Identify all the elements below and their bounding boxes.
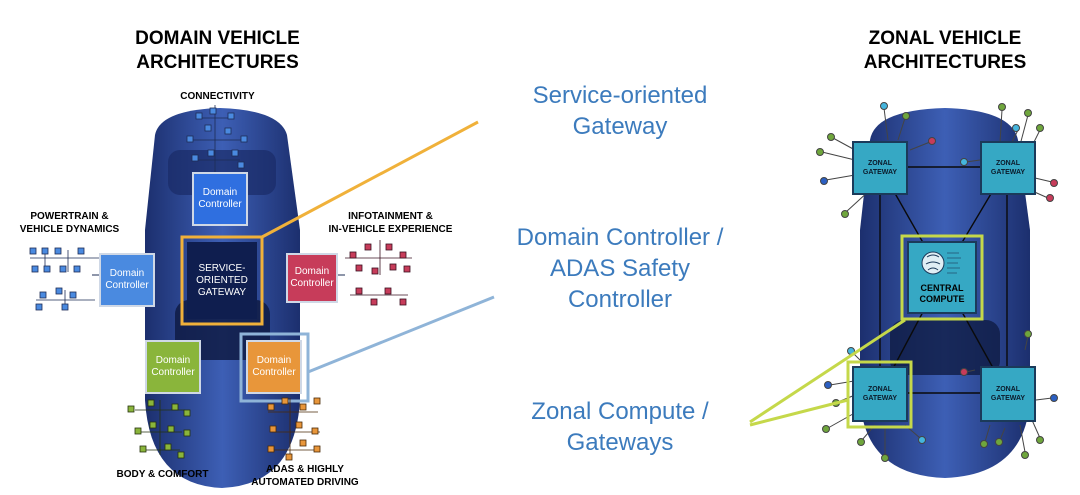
zonal-sensors — [816, 102, 1058, 462]
zonal-gateway-rear-right: ZONAL GATEWAY — [980, 366, 1036, 422]
central-highlight — [900, 234, 984, 321]
domain-controller-callout: Domain Controller / ADAS Safety Controll… — [516, 224, 724, 313]
zonal-compute-callout: Zonal Compute / Gateways — [531, 398, 709, 456]
adas-domain-controller: Domain Controller — [246, 340, 302, 394]
zonal-gateway-rear-left: ZONAL GATEWAY — [852, 366, 908, 422]
controller-callout-line — [307, 295, 495, 374]
body-network-icon — [127, 399, 191, 459]
service-gateway-callout: Service-oriented Gateway — [532, 82, 708, 140]
gateway-callout-line — [261, 120, 479, 239]
zonal-callout-line-lower — [749, 398, 849, 427]
zonal-callout-line-upper — [749, 318, 906, 424]
adas-network-icon — [267, 397, 321, 461]
brain-chip-icon — [921, 251, 961, 275]
service-oriented-gateway: SERVICE- ORIENTED GATEWAY — [187, 242, 257, 319]
powertrain-domain-controller: Domain Controller — [99, 253, 155, 307]
central-compute: CENTRAL COMPUTE — [907, 241, 977, 314]
infotainment-label: INFOTAINMENT & IN-VEHICLE EXPERIENCE — [328, 211, 453, 235]
connectivity-network-icon — [186, 105, 248, 170]
body-domain-controller: Domain Controller — [145, 340, 201, 394]
zonal-gateway-front-left: ZONAL GATEWAY — [852, 141, 908, 195]
powertrain-label: POWERTRAIN & VEHICLE DYNAMICS — [19, 211, 120, 235]
connectivity-domain-controller: Domain Controller — [192, 172, 248, 226]
infotainment-domain-controller: Domain Controller — [286, 253, 338, 303]
domain-title: DOMAIN VEHICLE ARCHITECTURES — [135, 28, 300, 73]
connectivity-label: CONNECTIVITY — [180, 91, 255, 102]
zonal-title: ZONAL VEHICLE ARCHITECTURES — [863, 28, 1027, 73]
controller-highlight — [239, 332, 310, 403]
gateway-highlight — [180, 235, 264, 326]
body-comfort-label: BODY & COMFORT — [116, 469, 209, 480]
zonal-gateway-front-right: ZONAL GATEWAY — [980, 141, 1036, 195]
infotainment-network-icon — [345, 240, 412, 306]
powertrain-network-icon — [29, 247, 100, 311]
adas-label: ADAS & HIGHLY AUTOMATED DRIVING — [251, 464, 359, 488]
central-compute-label: CENTRAL COMPUTE — [919, 283, 965, 304]
zonal-gateway-highlight — [846, 360, 913, 429]
